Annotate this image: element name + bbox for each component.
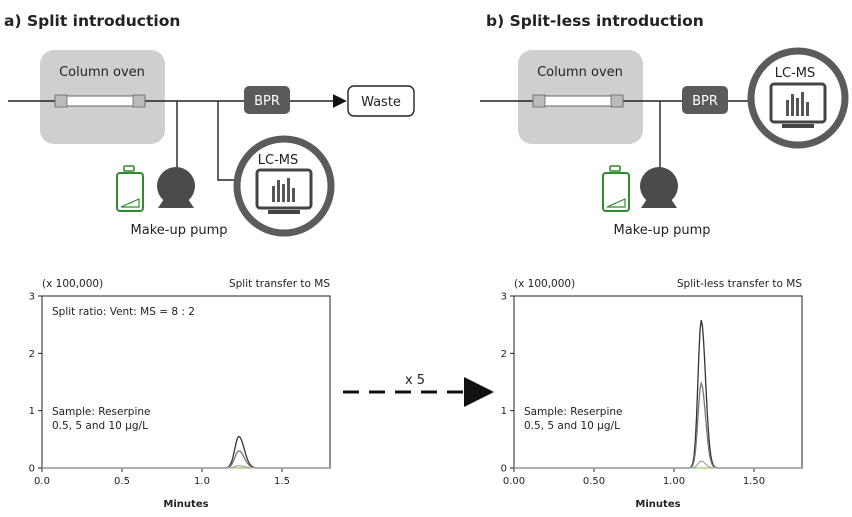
makeup-pump-icon-b <box>640 167 678 208</box>
y-tick-label: 2 <box>501 349 507 360</box>
bpr-label: BPR <box>254 94 280 109</box>
chart-title: Split transfer to MS <box>229 278 330 290</box>
lcms-icon <box>233 135 335 237</box>
plot-frame <box>41 295 331 469</box>
x-tick-label: 1.00 <box>663 476 685 487</box>
chart-note-concentrations: 0.5, 5 and 10 µg/L <box>52 420 148 432</box>
peak-trace <box>514 319 802 469</box>
x-axis-label: Minutes <box>635 499 680 510</box>
peak-trace <box>42 450 330 469</box>
waste-label: Waste <box>361 95 401 110</box>
peak-trace <box>42 435 330 469</box>
panel-b-diagram: b) Split-less introduction Column oven B… <box>480 12 849 238</box>
x-tick-label: 0.50 <box>583 476 605 487</box>
chart-title: Split-less transfer to MS <box>677 278 802 290</box>
makeup-pump-label-b: Make-up pump <box>614 223 711 238</box>
lcms-label-b: LC-MS <box>775 66 815 81</box>
y-tick-label: 0 <box>501 464 507 475</box>
chart-note-sample: Sample: Reserpine <box>524 406 622 418</box>
bpr-box-b <box>682 86 728 114</box>
column-icon <box>54 94 146 108</box>
x-tick-label: 1.5 <box>274 476 290 487</box>
plot-frame <box>513 295 803 469</box>
y-multiplier: (x 100,000) <box>42 278 103 290</box>
y-tick-label: 3 <box>501 292 507 303</box>
panel-a-diagram: a) Split introduction Column oven BPR Wa… <box>4 12 415 238</box>
x-tick-label: 1.50 <box>743 476 765 487</box>
waste-box <box>347 85 415 117</box>
chart-note-concentrations: 0.5, 5 and 10 µg/L <box>524 420 620 432</box>
panel-a-title: a) Split introduction <box>4 12 180 30</box>
chart-note-sample: Sample: Reserpine <box>52 406 150 418</box>
makeup-pump-label: Make-up pump <box>131 223 228 238</box>
makeup-pump-icon <box>157 167 195 208</box>
x5-arrow: x 5 <box>343 373 494 407</box>
x-tick-label: 0.00 <box>503 476 525 487</box>
solvent-bottle-icon <box>116 165 144 212</box>
column-icon-b <box>532 94 624 108</box>
chart-note-split-ratio: Split ratio: Vent: MS = 8 : 2 <box>52 306 195 318</box>
y-tick-label: 3 <box>29 292 35 303</box>
column-oven-label: Column oven <box>59 65 145 80</box>
x-tick-label: 0.0 <box>34 476 50 487</box>
solvent-bottle-icon-b <box>602 165 630 212</box>
peak-trace <box>42 465 330 469</box>
y-tick-label: 1 <box>29 406 35 417</box>
panel-b-title: b) Split-less introduction <box>486 12 704 30</box>
column-oven-label-b: Column oven <box>537 65 623 80</box>
peak-trace <box>514 460 802 469</box>
x-axis-label: Minutes <box>163 499 208 510</box>
lcms-icon-b <box>747 47 849 149</box>
x-tick-label: 1.0 <box>194 476 210 487</box>
split-line <box>217 101 236 181</box>
y-tick-label: 0 <box>29 464 35 475</box>
bpr-box <box>244 86 290 114</box>
y-tick-label: 1 <box>501 406 507 417</box>
x-tick-label: 0.5 <box>114 476 130 487</box>
y-tick-label: 2 <box>29 349 35 360</box>
lcms-label: LC-MS <box>258 153 298 168</box>
bpr-label-b: BPR <box>692 94 718 109</box>
y-multiplier: (x 100,000) <box>514 278 575 290</box>
x5-label: x 5 <box>405 373 425 388</box>
